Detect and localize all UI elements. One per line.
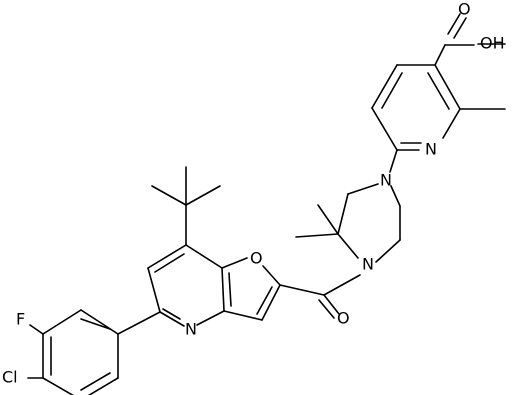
bond [323, 274, 361, 296]
bond [147, 267, 161, 313]
bond [221, 257, 248, 269]
bond [221, 267, 225, 312]
bond [381, 72, 403, 109]
bond [434, 44, 446, 66]
amide-oxygen-label: O [337, 309, 350, 328]
bond [371, 64, 398, 109]
bond [29, 324, 44, 335]
atom-labels: OH O N N N O O N F Cl [2, 0, 505, 387]
amide-nitrogen-label: N [362, 255, 374, 274]
fluorine-label: F [16, 310, 25, 329]
bond [223, 310, 263, 321]
furopyridine-nitrogen-label: N [185, 320, 197, 339]
bond [42, 309, 82, 335]
bond [162, 308, 181, 320]
bond [261, 284, 281, 321]
bond [317, 204, 339, 235]
piperazine-nitrogen-label: N [380, 171, 392, 190]
bond [347, 183, 379, 195]
bond [262, 265, 281, 286]
bond [154, 253, 185, 273]
bond [318, 299, 335, 319]
bond [147, 244, 187, 269]
hydroxyl-label: OH [480, 34, 505, 53]
bond [159, 311, 185, 327]
bond [390, 185, 401, 207]
bond [256, 286, 273, 315]
bond [453, 17, 467, 39]
chlorine-label: Cl [2, 368, 18, 387]
bond [442, 108, 461, 139]
bond [80, 309, 119, 335]
bond [389, 149, 398, 173]
bond [279, 284, 325, 296]
bond [80, 318, 111, 330]
bond [323, 294, 340, 315]
bond [185, 244, 223, 269]
bond [295, 233, 339, 238]
bond [42, 377, 74, 395]
acid-oxygen-label: O [458, 0, 471, 19]
bond [87, 377, 119, 395]
bond [151, 185, 187, 206]
bond [80, 372, 111, 391]
bond [337, 193, 349, 235]
bond [185, 185, 221, 206]
bond [434, 64, 461, 110]
bond [371, 107, 398, 151]
bond [337, 233, 359, 259]
bond [375, 239, 401, 263]
bond [117, 311, 161, 335]
bond [427, 72, 450, 110]
bond [196, 310, 225, 326]
bonds [27, 13, 506, 395]
bond [228, 272, 232, 307]
pyridine-nitrogen-label: N [425, 140, 437, 159]
furan-oxygen-label: O [250, 249, 263, 268]
bond [447, 13, 461, 35]
